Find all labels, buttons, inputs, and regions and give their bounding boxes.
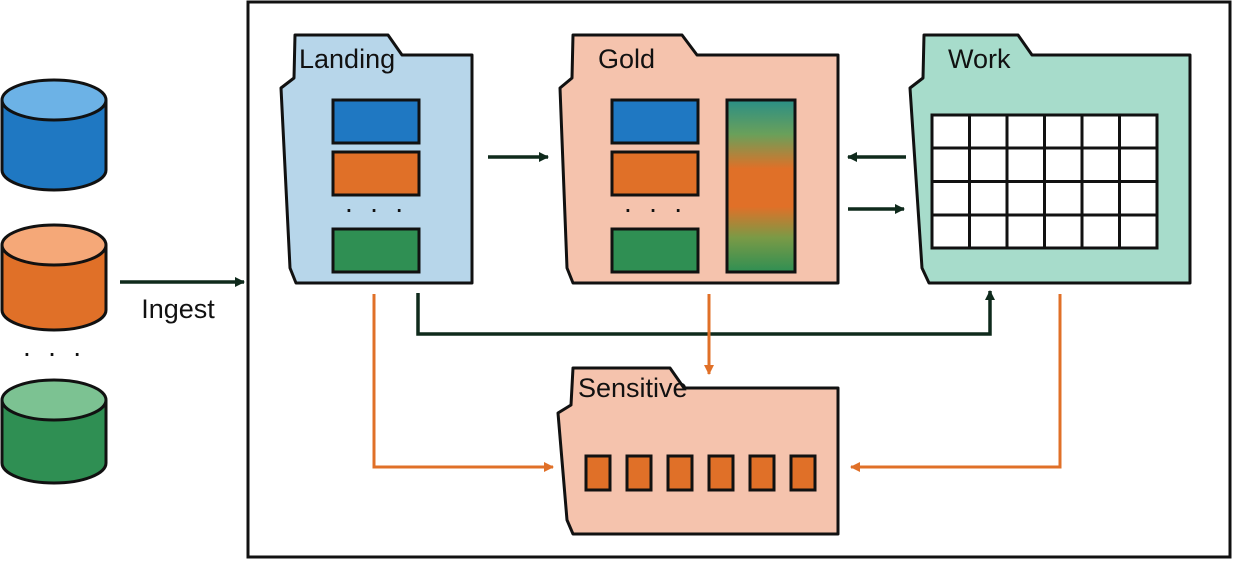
sensitive-zone-folder: Sensitive [556,366,840,536]
sensitive-item [748,454,776,492]
source-ellipsis: · · · [22,337,86,368]
sensitive-item [789,454,817,492]
landing-ellipsis: · · · [344,193,408,224]
sensitive-item [625,454,653,492]
landing-to-work-arrow [416,290,995,336]
gold-dataset-blue [610,98,700,145]
work-zone-folder: Work [908,33,1192,285]
ingest-label: Ingest [141,294,215,324]
gold-dataset-orange [610,150,700,197]
work-label: Work [948,44,1011,74]
gold-merged-dataset [725,98,797,274]
work-to-sensitive-arrow [850,294,1062,472]
landing-dataset-orange [331,150,421,197]
work-table-grid [930,113,1159,250]
gold-label: Gold [598,44,655,74]
landing-label: Landing [299,44,395,74]
sensitive-item [666,454,694,492]
sensitive-item [707,454,735,492]
landing-dataset-green [331,227,421,274]
sensitive-label: Sensitive [578,373,688,403]
gold-dataset-green [610,227,700,274]
sensitive-item [584,454,612,492]
landing-zone-folder: Landing · · · [279,33,474,285]
landing-to-sensitive-arrow [372,294,554,472]
gold-zone-folder: Gold · · · [558,33,840,285]
landing-dataset-blue [331,98,421,145]
gold-ellipsis: · · · [623,193,687,224]
source-database-orange [0,223,108,332]
source-database-green [0,378,108,485]
source-database-blue [0,78,108,192]
